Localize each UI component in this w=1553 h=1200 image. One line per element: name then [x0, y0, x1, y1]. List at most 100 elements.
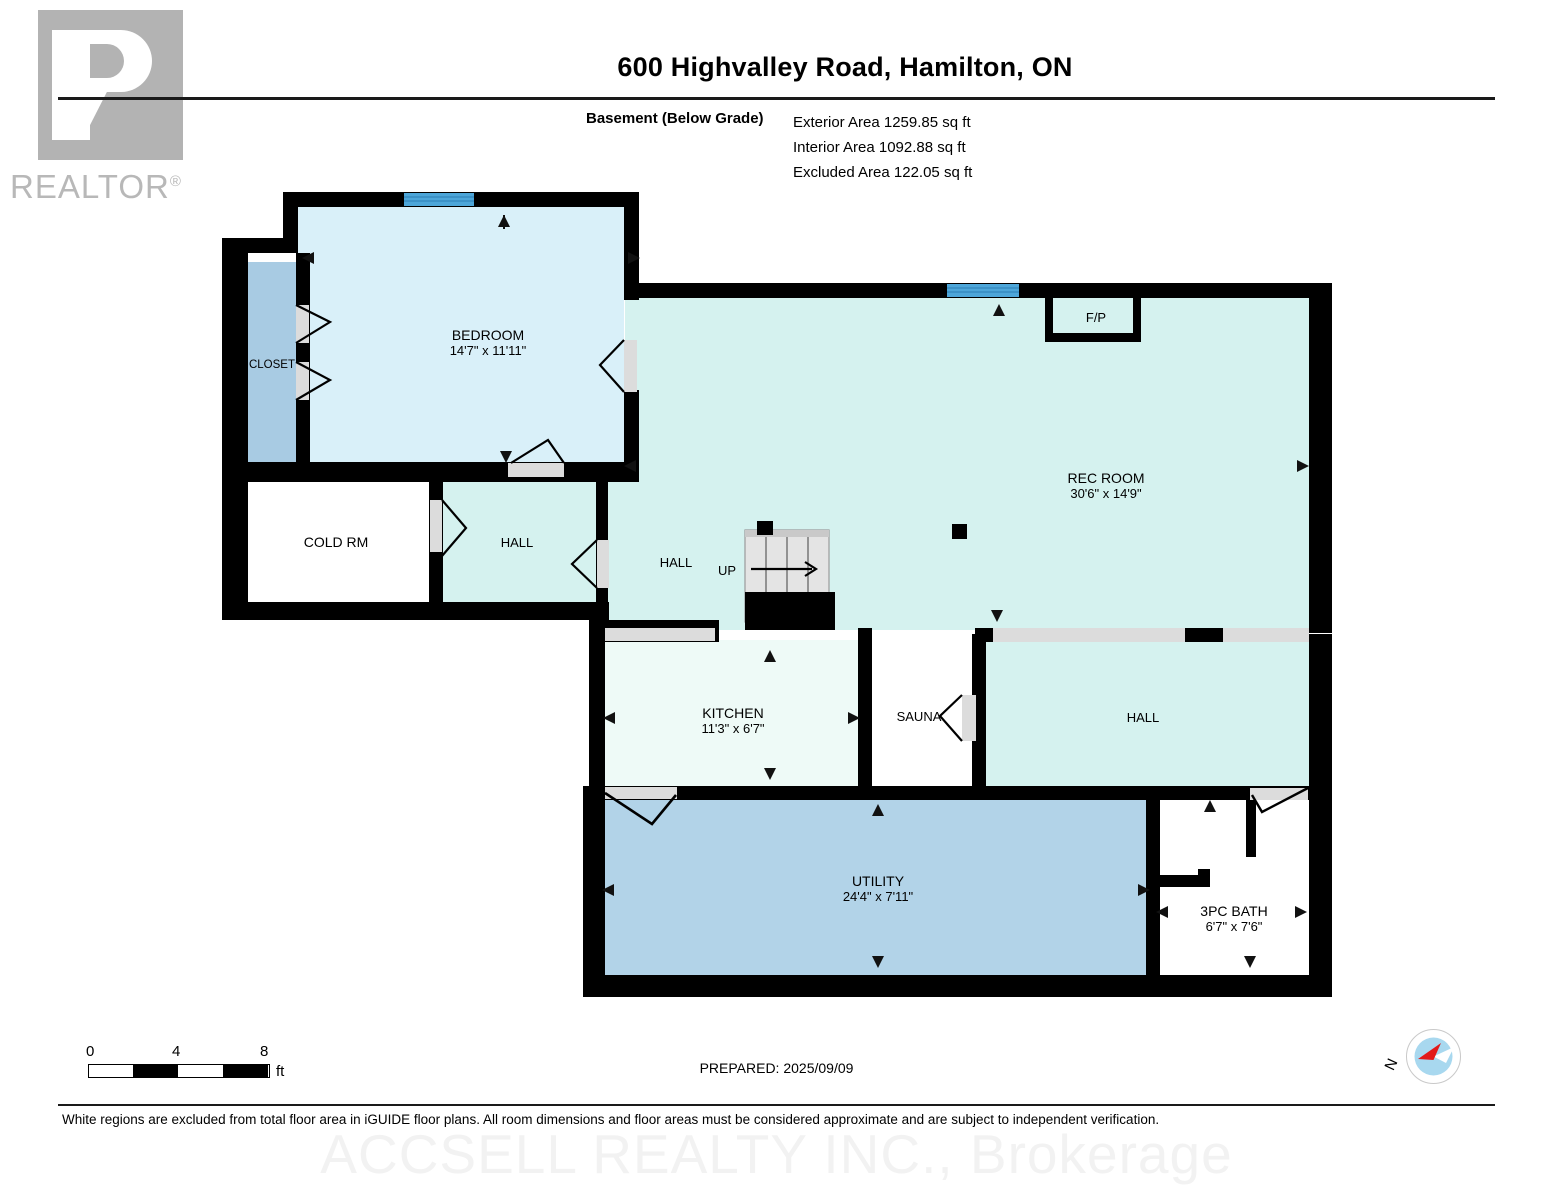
threshold-recroom-hall-2 [1223, 628, 1309, 642]
wall-closet-bottom [234, 462, 310, 482]
wall-bath-partition-horizontal [1152, 875, 1210, 887]
realtor-logo: REALTOR® [10, 8, 195, 208]
title-divider [58, 97, 1495, 100]
prepared-date: PREPARED: 2025/09/09 [699, 1060, 854, 1076]
structural-post [952, 524, 967, 539]
floor-label: Basement (Below Grade) [586, 110, 764, 127]
threshold-recroom-hall [993, 628, 1185, 642]
wall-utility-left [583, 786, 605, 989]
area-summary: Exterior Area 1259.85 sq ft Interior Are… [793, 110, 972, 185]
door-cold-rm [430, 499, 468, 557]
compass-rose-icon [1406, 1029, 1463, 1086]
room-fill-hall-right [983, 640, 1309, 793]
window-rec-room [947, 284, 1019, 297]
wall-lowerhall-bottom [986, 786, 1332, 800]
door-closet-upper [295, 304, 333, 344]
door-bedroom-south [508, 438, 565, 477]
compass-needle-south [1433, 1047, 1454, 1063]
wall-sauna-bottom [862, 786, 986, 800]
scale-bar [88, 1064, 270, 1078]
scale-tick-0: 0 [86, 1043, 95, 1060]
wall-bedroom-right-upper [624, 192, 639, 300]
stairs-up [744, 521, 835, 630]
compass-needle-north [1418, 1043, 1441, 1060]
room-label-closet: CLOSET [249, 359, 295, 371]
room-fill-sauna [869, 640, 977, 793]
wall-bath-partition-vertical [1246, 795, 1256, 857]
scale-tick-4: 4 [172, 1043, 181, 1060]
realtor-logo-r-bowl-inner [90, 44, 124, 78]
wall-recroom-bottom-seg [1185, 628, 1223, 642]
realtor-logo-text: REALTOR [10, 168, 170, 205]
stairs-label-up: UP [718, 563, 736, 578]
door-closet-lower [295, 361, 333, 401]
room-label-cold-rm: COLD RM [304, 534, 369, 550]
threshold-kitchen-top [605, 628, 715, 641]
wall-recroom-right [1309, 283, 1332, 633]
footer-divider [58, 1104, 1495, 1106]
wall-hall-left-bottom [429, 602, 609, 620]
room-fill-cold-rm [243, 482, 429, 602]
wall-kitchen-right [858, 628, 872, 800]
door-bedroom-east [598, 339, 637, 393]
room-dims-bedroom: 14'7" x 11'11" [450, 343, 527, 358]
excluded-area: Excluded Area 122.05 sq ft [793, 164, 973, 181]
room-fill-hall-left [440, 482, 602, 602]
wall-bath-partition-cap [1198, 869, 1210, 887]
wall-fireplace-left [1045, 296, 1053, 341]
wall-coldrm-bottom [222, 602, 443, 620]
scale-seg-1 [133, 1065, 178, 1077]
room-label-kitchen: KITCHEN [702, 705, 763, 721]
wall-house-right-lower [1309, 786, 1332, 997]
room-fill-kitchen [605, 640, 863, 793]
wall-bedroom-bottom [296, 462, 639, 482]
scale-tick-labels: 0 4 8 [60, 1043, 320, 1063]
registered-mark-icon: ® [169, 173, 182, 190]
brokerage-watermark: ACCSELL REALTY INC., Brokerage [320, 1123, 1233, 1185]
room-fill-rec-room [625, 296, 1309, 630]
scale-seg-2 [223, 1065, 268, 1077]
wall-bedroom-left-upper [283, 192, 298, 244]
room-label-bedroom: BEDROOM [452, 327, 524, 343]
exterior-area: Exterior Area 1259.85 sq ft [793, 114, 971, 131]
room-fill-bedroom [296, 205, 624, 465]
door-utility [604, 787, 678, 826]
page-title: 600 Highvalley Road, Hamilton, ON [617, 52, 1073, 82]
interior-area: Interior Area 1092.88 sq ft [793, 139, 966, 156]
room-dims-rec-room: 30'6" x 14'9" [1070, 486, 1142, 501]
room-label-fireplace: F/P [1086, 310, 1106, 325]
scale-tick-8: 8 [260, 1043, 269, 1060]
door-sauna [938, 694, 976, 742]
wall-bedroom-right-lower [624, 390, 639, 482]
wall-house-bottom [583, 975, 1332, 997]
wall-fireplace-bottom [1045, 333, 1141, 342]
wall-lowerhall-right [1309, 634, 1332, 800]
wall-fireplace-right [1133, 296, 1141, 341]
room-fill-closet [248, 262, 298, 464]
room-label-hall-centre: HALL [660, 555, 693, 570]
room-label-hall-left: HALL [501, 535, 534, 550]
room-fill-utility [604, 795, 1152, 975]
door-bath [1250, 786, 1309, 814]
room-label-sauna: SAUNA [897, 709, 942, 724]
compass-ring [1406, 1029, 1461, 1084]
window-bedroom [404, 193, 474, 206]
room-dims-utility: 24'4" x 7'11" [843, 889, 914, 904]
wall-house-left [222, 238, 248, 620]
wall-hall-upper-nub [596, 465, 639, 479]
wall-closet-right [296, 253, 310, 465]
door-hall-mid [570, 539, 609, 589]
wall-sauna-right [972, 634, 986, 800]
dimension-markers [302, 215, 1309, 968]
room-dims-bath: 6'7" x 7'6" [1206, 919, 1263, 934]
realtor-logo-wordmark: REALTOR® [10, 168, 195, 206]
scale-unit-label: ft [276, 1063, 285, 1080]
room-label-bath: 3PC BATH [1200, 903, 1267, 919]
wall-kitchen-left [589, 628, 605, 800]
disclaimer-text: White regions are excluded from total fl… [62, 1112, 1160, 1127]
room-label-utility: UTILITY [852, 873, 905, 889]
room-dims-kitchen: 11'3" x 6'7" [701, 721, 764, 736]
room-label-hall-right: HALL [1127, 710, 1160, 725]
fireplace-alcove-fill [1052, 300, 1140, 334]
room-label-rec-room: REC ROOM [1068, 470, 1145, 486]
